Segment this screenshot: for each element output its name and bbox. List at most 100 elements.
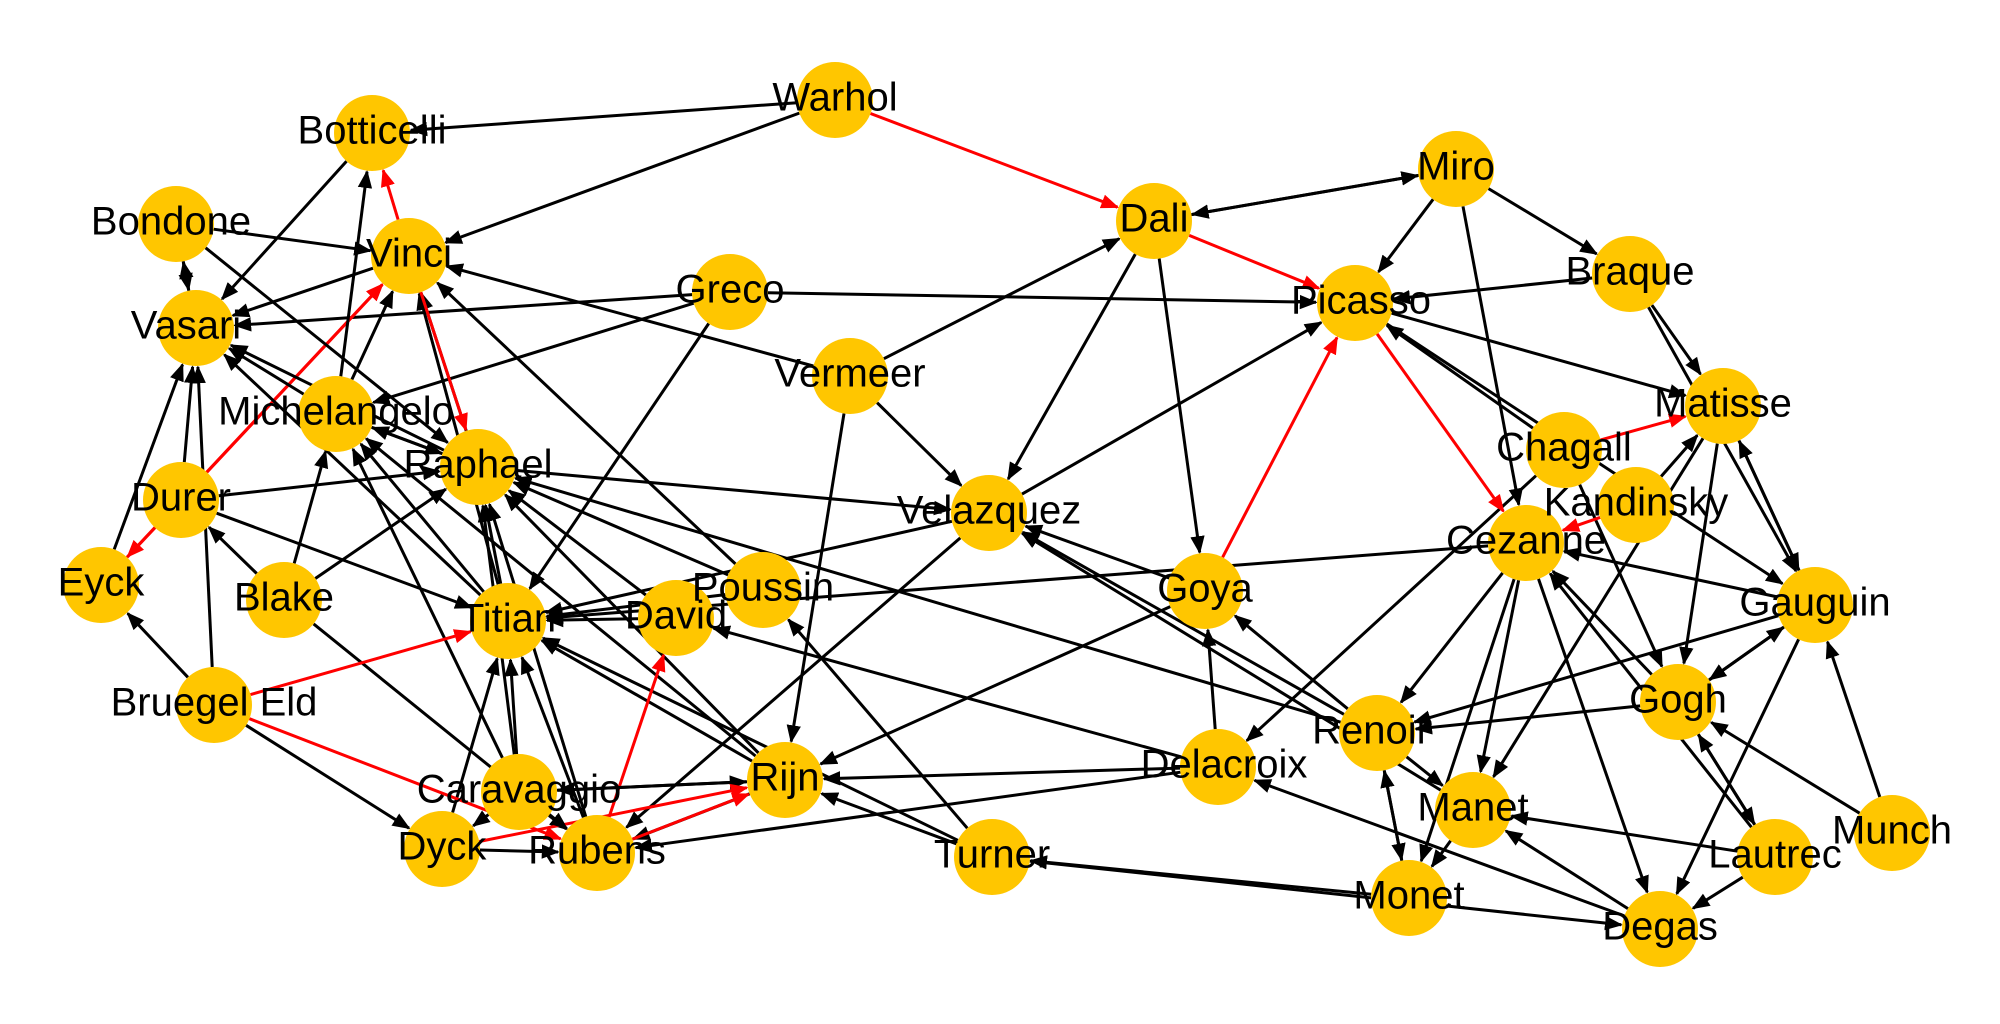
edge-vinci-to-vasari [231,266,374,318]
edge-michelangelo-to-vinci [350,289,394,381]
node-label-lautrec: Lautrec [1708,833,1841,877]
edge-vinci-to-botticelli [380,168,400,221]
node-braque [1592,236,1668,312]
node-label-warhol: Warhol [772,76,897,120]
edge-lautrec-to-manet [1509,811,1738,853]
node-label-kandinsky: Kandinsky [1544,481,1729,525]
edge-degas-to-manet [1504,829,1629,910]
node-label-gauguin: Gauguin [1739,581,1890,625]
edge-braque-to-picasso [1392,276,1593,305]
node-label-poussin: Poussin [692,566,834,610]
node-munch [1854,795,1930,871]
edge-poussin-to-raphael [512,481,729,577]
node-chagall [1526,412,1602,488]
node-goya [1167,553,1243,629]
node-label-michelangelo: Michelangelo [218,390,454,434]
node-poussin [725,552,801,628]
edge-durer-to-eyck [126,526,157,558]
node-label-botticelli: Botticelli [298,109,447,153]
edge-gogh-to-lautrec [1696,733,1756,826]
node-turner [954,819,1030,895]
node-blake [246,562,322,638]
node-matisse [1685,368,1761,444]
edge-warhol-to-vinci [443,111,800,245]
edge-cezanne-to-manet [1476,580,1521,774]
edge-dyck-to-rijn [479,783,749,843]
node-label-miro: Miro [1417,145,1495,189]
node-label-degas: Degas [1602,905,1718,949]
edge-matisse-to-gogh [1679,443,1719,666]
node-label-david: David [625,594,727,638]
node-label-chagall: Chagall [1496,426,1632,470]
node-titian [470,583,546,659]
node-renoir [1339,695,1415,771]
edge-raphael-to-velazquez [515,468,952,516]
node-gauguin [1777,567,1853,643]
node-david [638,580,714,656]
node-greco [692,254,768,330]
edge-gauguin-to-degas [1675,638,1800,896]
node-dali [1116,183,1192,259]
edge-munch-to-gogh [1709,721,1861,815]
edge-raphael-to-michelangelo [370,426,443,456]
node-label-vermeer: Vermeer [774,352,925,396]
node-label-braque: Braque [1566,250,1695,294]
edge-velazquez-to-picasso [1021,321,1323,496]
edge-caravaggio-to-titian [504,658,519,755]
node-vermeer [812,338,888,414]
node-label-manet: Manet [1417,786,1528,830]
edge-renoir-to-goya [1233,614,1349,710]
edge-vermeer-to-dali [883,237,1121,361]
node-label-durer: Durer [131,476,231,520]
edge-dyck-to-rubens [479,844,560,859]
edge-vinci-to-raphael [419,291,468,432]
node-label-renoir: Renoir [1312,709,1430,753]
edge-gauguin-to-renoir [1412,614,1779,725]
node-lautrec [1737,819,1813,895]
edge-dyck-to-titian [451,656,500,813]
node-label-picasso: Picasso [1291,279,1431,323]
node-manet [1435,772,1511,848]
node-label-vinci: Vinci [366,232,452,276]
node-cezanne [1488,505,1564,581]
edge-renoir-to-manet [1405,755,1445,787]
edge-picasso-to-matisse [1391,311,1688,399]
edge-miro-to-dali [1190,173,1419,219]
edge-turner-to-rijn [819,792,957,846]
label-layer: WarholBotticelliBondoneVinciVasariGrecoV… [58,76,1952,949]
edge-bruegeleld-to-titian [250,629,473,697]
edge-vermeer-to-vinci [444,263,814,368]
node-monet [1371,860,1447,936]
edge-turner-to-titian [541,636,959,842]
edge-miro-to-braque [1487,187,1599,256]
edge-goya-to-velazquez [1024,524,1170,580]
edge-titian-to-vasari [223,353,482,597]
edge-kandinsky-to-matisse [1659,433,1699,478]
edge-bondone-to-vinci [213,227,373,256]
node-dyck [404,811,480,887]
edge-goya-to-rijn [818,605,1171,766]
edge-gauguin-to-matisse [1738,439,1801,572]
node-warhol [797,62,873,138]
edge-gogh-to-cezanne [1551,569,1653,676]
edge-warhol-to-dali [869,112,1120,209]
edge-renoir-to-velazquez [1021,530,1345,716]
edge-monet-to-renoir [1380,769,1404,861]
node-durer [143,462,219,538]
edge-vasari-to-bondone [179,260,194,291]
edge-greco-to-michelangelo [371,301,695,405]
node-michelangelo [298,376,374,452]
node-label-gogh: Gogh [1629,678,1727,722]
edge-eyck-to-vasari [112,362,184,550]
node-botticelli [334,95,410,171]
edge-bondone-to-raphael [204,246,450,444]
node-degas [1622,891,1698,967]
node-label-bondone: Bondone [91,200,251,244]
node-label-caravaggio: Caravaggio [417,768,622,812]
node-label-vasari: Vasari [131,304,241,348]
edge-durer-to-vinci [205,283,384,474]
node-label-cezanne: Cezanne [1446,519,1606,563]
edge-gogh-to-renoir [1414,704,1641,735]
edge-picasso-to-cezanne [1375,333,1505,513]
